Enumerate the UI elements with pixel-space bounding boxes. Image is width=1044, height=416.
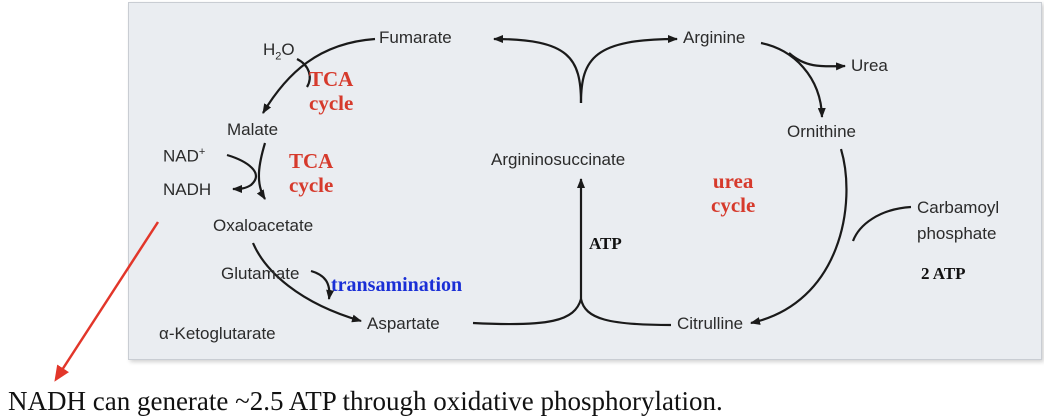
arrow-nad-nadh xyxy=(226,153,258,193)
arrow-carbamoyl-input xyxy=(851,205,912,242)
annotation-two-atp: 2 ATP xyxy=(921,264,966,283)
label-nadh: NADH xyxy=(163,180,212,199)
arrow-fumarate-malate xyxy=(262,37,376,114)
label-urea: Urea xyxy=(851,56,888,75)
label-glutamate: Glutamate xyxy=(221,264,300,283)
arrow-glutamate-ketoglutarate xyxy=(310,269,335,300)
label-arginine: Arginine xyxy=(683,28,746,47)
label-aspartate: Aspartate xyxy=(367,314,440,333)
label-water: H2O xyxy=(263,40,295,63)
label-citrulline: Citrulline xyxy=(677,314,744,333)
label-fumarate: Fumarate xyxy=(379,28,452,47)
label-nad-plus: NAD+ xyxy=(163,146,206,166)
label-carbamoyl-phosphate-2: phosphate xyxy=(917,224,997,243)
annotation-transamination: transamination xyxy=(331,274,463,296)
pathway-arrows xyxy=(226,35,912,327)
arrow-water-input xyxy=(296,58,311,88)
label-carbamoyl-phosphate-1: Carbamoyl xyxy=(917,198,1000,217)
label-ornithine: Ornithine xyxy=(787,122,856,141)
diagram-panel: Fumarate Arginine Urea Ornithine Carbamo… xyxy=(128,2,1042,360)
arrow-to-fumarate xyxy=(493,35,583,104)
arrow-citrulline-junction xyxy=(579,298,672,327)
arrow-arginine-ornithine xyxy=(760,41,826,118)
arrow-to-urea xyxy=(788,52,846,71)
label-ketoglutarate: α-Ketoglutarate xyxy=(159,324,276,343)
annotation-atp: ATP xyxy=(589,234,622,253)
label-malate: Malate xyxy=(227,120,279,139)
arrow-to-arginine xyxy=(579,35,678,104)
arrow-ornithine-citrulline xyxy=(750,148,848,325)
label-oxaloacetate: Oxaloacetate xyxy=(213,216,314,235)
label-argininosuccinate: Argininosuccinate xyxy=(491,150,626,169)
caption-text: NADH can generate ~2.5 ATP through oxida… xyxy=(8,386,723,416)
arrow-aspartate-junction xyxy=(472,298,583,326)
arrow-malate-oxaloacetate xyxy=(256,142,267,200)
arrow-oxaloacetate-aspartate xyxy=(251,242,362,323)
